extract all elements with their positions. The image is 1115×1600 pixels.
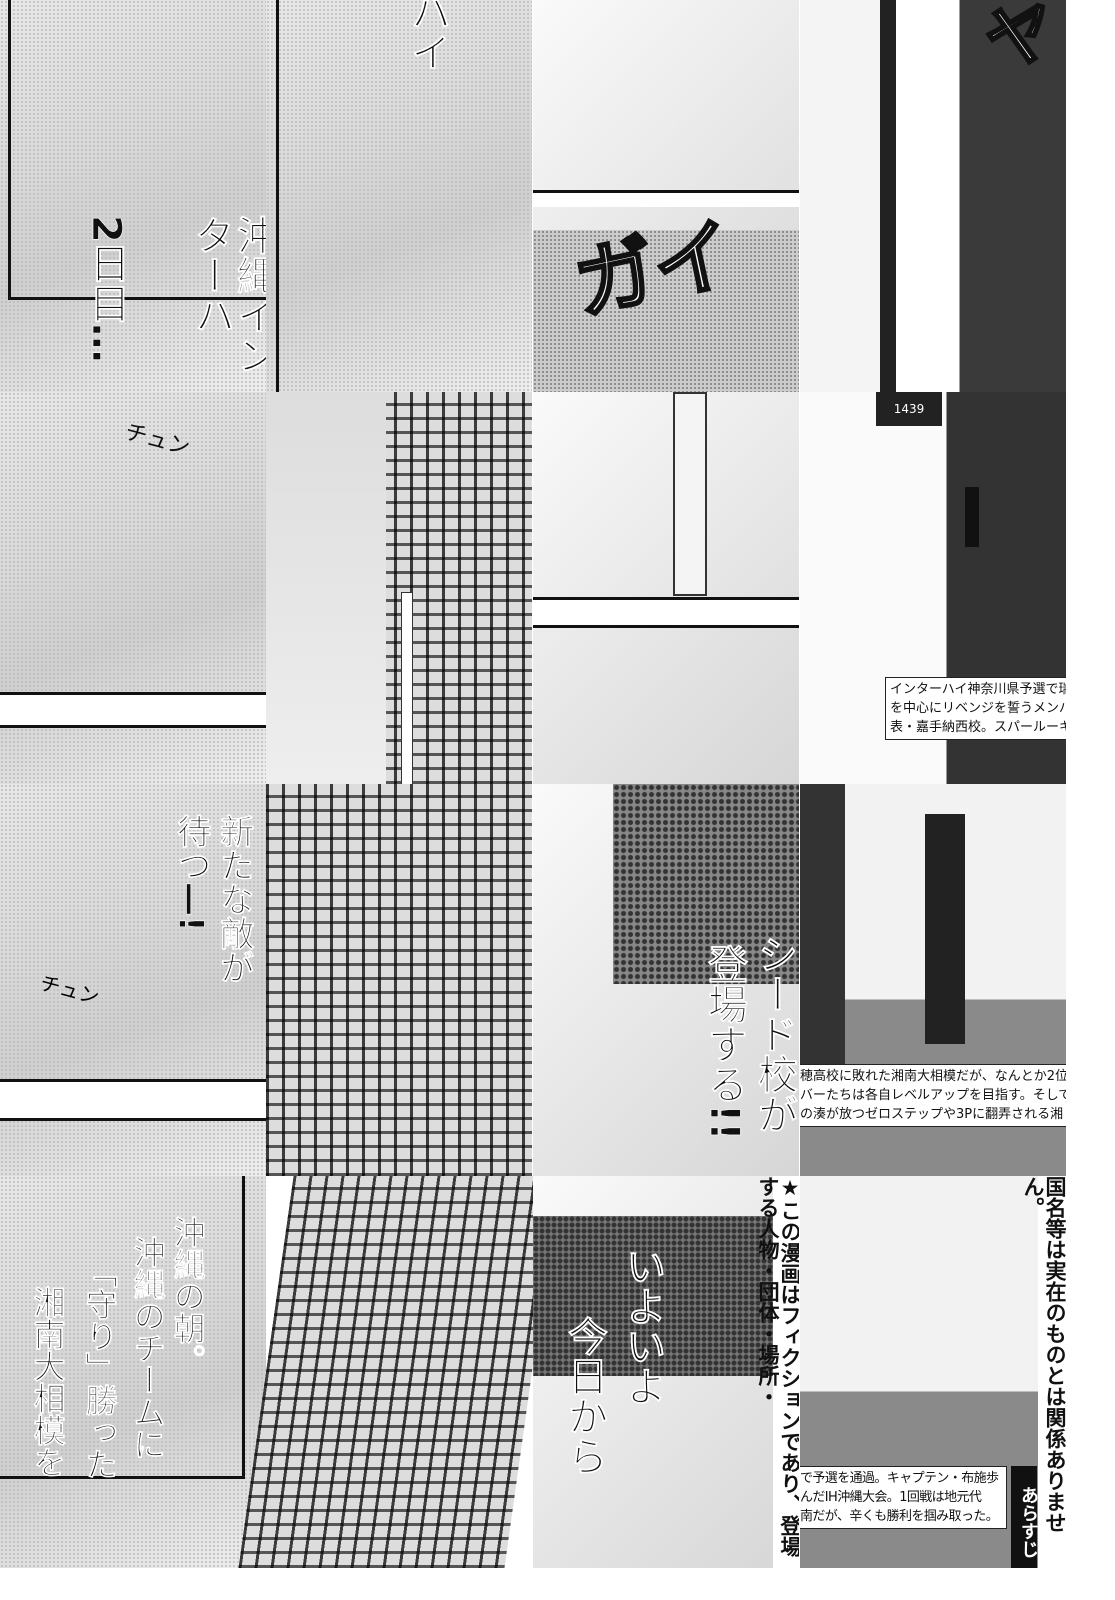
caption-line: 沖縄のチームに <box>128 1236 167 1461</box>
tile-door-synopsis: 1439 インターハイ神奈川県予選で瑞 を中心にリベンジを誓うメンバ 表・嘉手納… <box>800 392 1066 784</box>
tile-beginning-today: いよいよ 今日から ★この漫画はフィクションであり、登場する人物・団体・場所・ <box>533 1176 799 1568</box>
tile-sky-caption: 沖縄インターハ 2日目… <box>0 0 266 392</box>
tile-structure-sfx: ガイ <box>533 0 799 392</box>
trees <box>613 784 799 984</box>
tile-sky-birds: チュン <box>0 392 266 784</box>
caption-finally: いよいよ <box>619 1246 666 1407</box>
synopsis-line: 南だが、辛くも勝利を掴み取った。 <box>800 1509 999 1524</box>
sfx-chun: チュン <box>37 970 102 1010</box>
mast <box>401 592 413 784</box>
caption-day2: 2日目… <box>83 215 130 363</box>
caption-new-enemy: 新たな敵が <box>213 814 254 985</box>
panel-border <box>276 0 532 392</box>
synopsis-line: で予選を通過。キャプテン・布施歩 <box>800 1471 999 1486</box>
tile-hotel-facade <box>266 784 532 1176</box>
synopsis-label: あらすじ <box>1011 1466 1039 1568</box>
wall <box>800 784 845 1064</box>
synopsis-box: インターハイ神奈川県予選で瑞 を中心にリベンジを誓うメンバ 表・嘉手納西校。スパ… <box>885 677 1066 740</box>
caption-seed-school: シード校が <box>751 934 798 1135</box>
sky-area <box>266 392 386 784</box>
panel-gutter <box>0 1079 266 1121</box>
synopsis-line: 穂高校に敗れた湘南大相模だが、なんとか2位 <box>800 1069 1066 1084</box>
caption-from-today: 今日から <box>561 1316 608 1477</box>
tile-morning-caption: 沖縄の朝。 沖縄のチームに 「守り」勝った 湘南大相模を <box>0 1176 266 1568</box>
caption-okinawa-interhigh: 沖縄インターハ <box>188 215 266 376</box>
caption-line: 「守り」勝った <box>80 1256 119 1481</box>
sfx-chun: チュン <box>122 419 193 462</box>
tile-sky-caption2: 新たな敵が 待つ—! チュン <box>0 784 266 1176</box>
tile-glass-building <box>238 1176 560 1568</box>
synopsis-line: インターハイ神奈川県予選で瑞 <box>890 682 1066 697</box>
synopsis-box: 穂高校に敗れた湘南大相模だが、なんとか2位 バーたちは各自レベルアップを目指す。… <box>800 1064 1066 1127</box>
synopsis-line: 表・嘉手納西校。スパールーキー <box>890 720 1066 735</box>
disclaimer-text: ★この漫画はフィクションであり、登場する人物・団体・場所・ <box>756 1176 799 1568</box>
caption-appears: 登場する!! <box>701 944 748 1141</box>
trees <box>533 1216 773 1376</box>
tile-hotel-tower <box>266 392 532 784</box>
caption-awaits: 待つ—! <box>170 814 211 932</box>
room-number-plate: 1439 <box>876 392 942 426</box>
synopsis-box: で予選を通過。キャプテン・布施歩 んだIH沖縄大会。1回戦は地元代 南だが、辛く… <box>800 1466 1007 1529</box>
tile-canopy <box>533 392 799 784</box>
synopsis-line: を中心にリベンジを誓うメンバ <box>890 701 1066 716</box>
disclaimer-text: 国名等は実在のものとは関係ありません。 <box>1021 1176 1066 1568</box>
caption-line: 沖縄の朝。 <box>168 1216 207 1377</box>
door <box>925 814 965 1044</box>
panel-border <box>8 0 266 300</box>
synopsis-line: の湊が放つゼロステップや3Pに翻弄される湘 <box>800 1107 1064 1122</box>
sfx-ya: ヤ <box>973 0 1066 88</box>
column <box>673 392 707 596</box>
synopsis-line: バーたちは各自レベルアップを目指す。そして臨 <box>800 1088 1066 1103</box>
door-lock <box>965 487 979 547</box>
tile-hallway-synopsis: 穂高校に敗れた湘南大相模だが、なんとか2位 バーたちは各自レベルアップを目指す。… <box>800 784 1066 1176</box>
panel-border <box>0 1176 245 1479</box>
synopsis-line: んだIH沖縄大会。1回戦は地元代 <box>800 1490 982 1505</box>
caption-hai: ハイ <box>404 0 451 72</box>
panel-gutter <box>0 692 266 728</box>
tile-sky: ハイ <box>266 0 532 392</box>
tile-door: ヤ <box>800 0 1066 392</box>
tile-corridor-synopsis: 国名等は実在のものとは関係ありません。 で予選を通過。キャプテン・布施歩 んだI… <box>800 1176 1066 1568</box>
panel-bg <box>533 230 799 392</box>
panel-gutter <box>533 190 799 207</box>
tile-seed-school: シード校が 登場する!! <box>533 784 799 1176</box>
panel-gutter <box>533 597 799 628</box>
caption-line: 湘南大相模を <box>28 1286 67 1479</box>
